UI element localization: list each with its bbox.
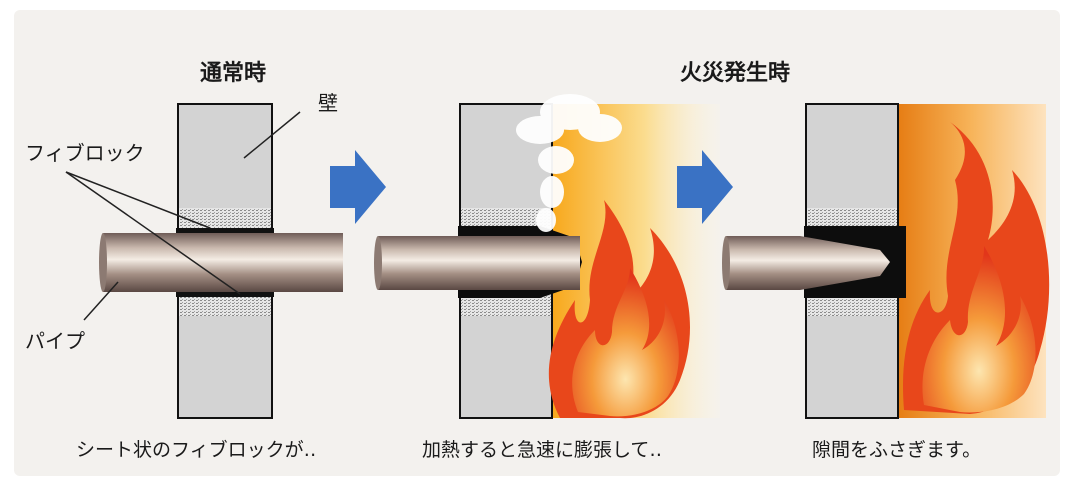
flame-icon xyxy=(548,200,690,419)
pipe xyxy=(103,233,343,292)
right-arrow-icon xyxy=(330,150,386,224)
caption-1: シート状のフィブロックが‥ xyxy=(76,438,316,461)
fiblock-sheet-bottom xyxy=(179,296,271,316)
title-fire: 火災発生時 xyxy=(680,61,790,86)
caption-3: 隙間をふさぎます。 xyxy=(812,439,981,461)
panel-heating: 加熱すると急速に膨張して‥ xyxy=(374,94,720,461)
crushed-pipe xyxy=(726,236,890,290)
panel-sealed: 隙間をふさぎます。 xyxy=(722,103,1050,461)
title-normal: 通常時 xyxy=(200,60,266,86)
pipe xyxy=(378,236,580,290)
label-fiblock: フィブロック xyxy=(25,141,145,165)
label-wall: 壁 xyxy=(318,91,338,115)
smoke-icon xyxy=(516,94,622,232)
right-arrow-icon xyxy=(677,150,733,224)
caption-2: 加熱すると急速に膨張して‥ xyxy=(422,439,662,461)
fiblock-sheet-top xyxy=(179,208,271,228)
label-pipe: パイプ xyxy=(25,329,85,353)
panel-normal: 通常時 壁 フィブロック パイプ シート状のフィブロックが‥ xyxy=(25,60,343,461)
flame-icon xyxy=(903,122,1050,414)
